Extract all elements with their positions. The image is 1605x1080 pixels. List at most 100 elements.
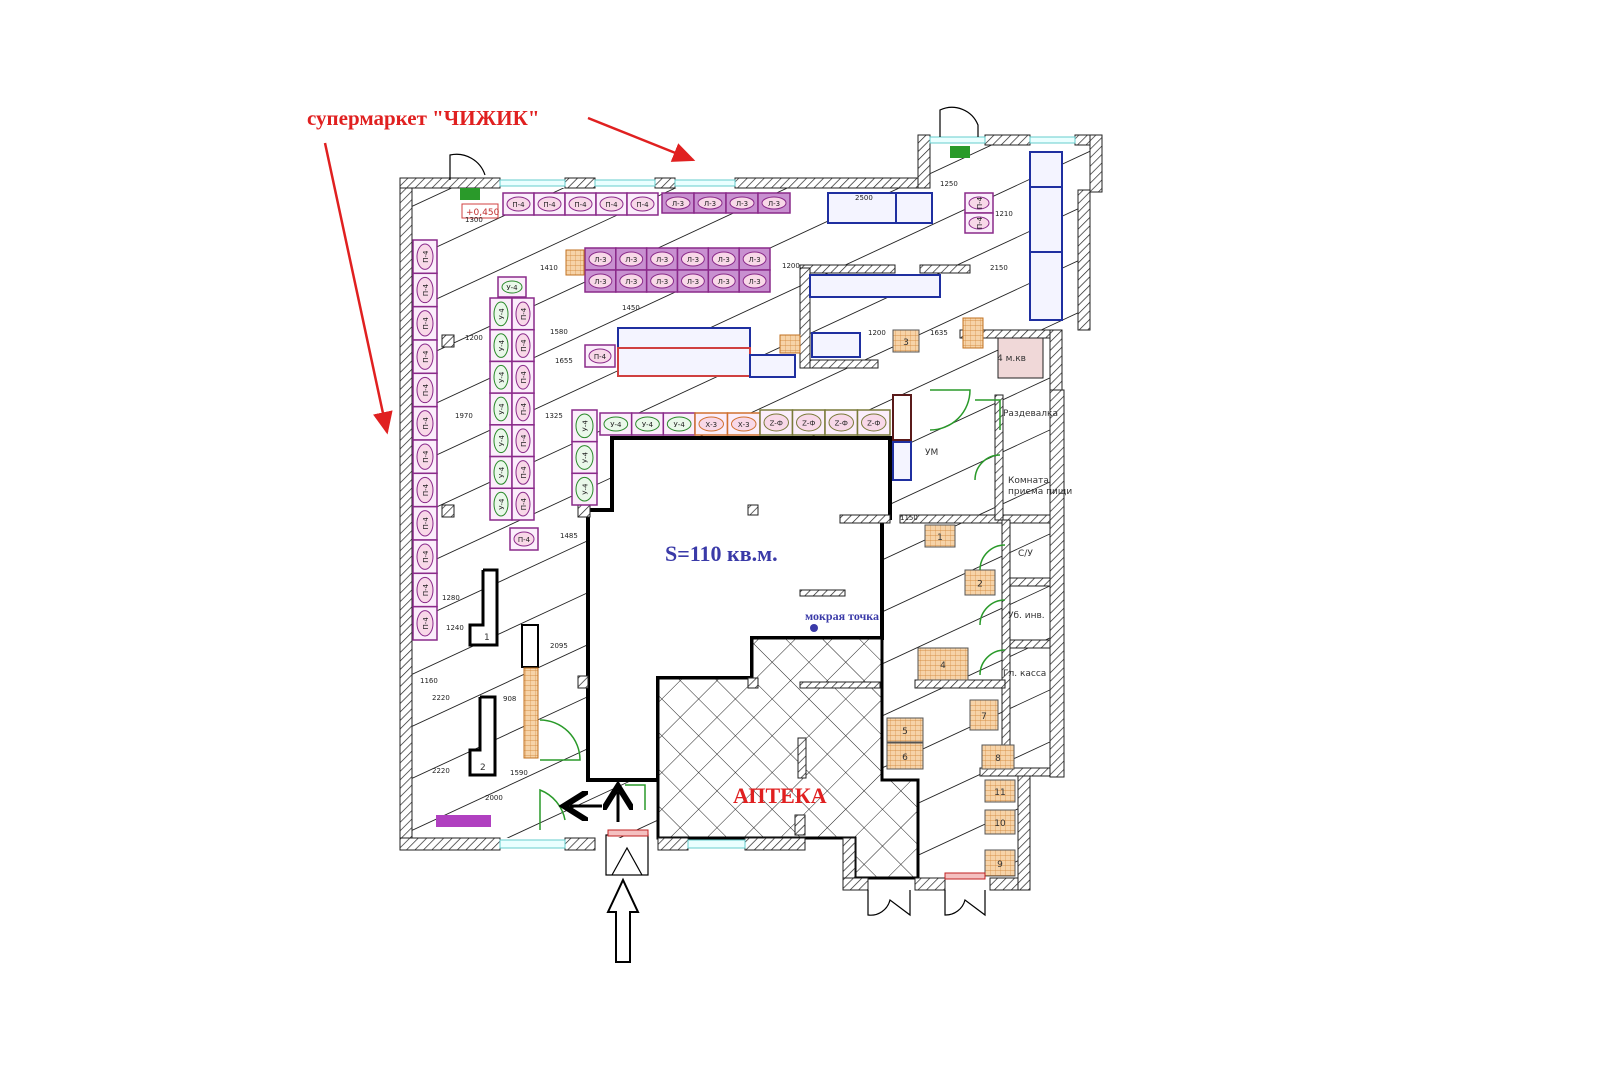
shelf-p4: П-4 [964,192,994,214]
dimension-label: 1250 [940,180,958,188]
shelf-label: П-4 [976,216,984,229]
shelf-label: Л-3 [748,256,760,264]
pallet-8: 8 [981,744,1015,770]
shelf-p4: П-4 [595,192,628,216]
shelf-label: Л-3 [718,278,730,286]
shelf-label: У-4 [498,435,506,447]
cooler-units [617,151,1063,481]
pallet-number: 10 [994,819,1006,829]
shelf-l3: Л-3 [615,247,648,271]
dimension-label: 2220 [432,694,450,702]
dimension-label: 1485 [560,532,578,540]
shelf-label: П-4 [605,201,618,209]
pallet-7: 7 [969,699,999,731]
pallet-number: 1 [937,533,943,543]
shelf-p4: П-4 [412,505,438,541]
pallet-10: 10 [984,809,1016,835]
shelf-p4: П-4 [511,487,535,521]
shelf-u4: У-4 [489,328,513,363]
checkout-1: 1 [468,568,499,647]
shelf-label: П-4 [422,417,430,430]
dimension-label: 2500 [855,194,873,202]
room-label-toilet: С/У [1018,549,1033,559]
dimension-label: 1655 [555,357,573,365]
checkout-2: 2 [468,695,497,777]
entrance-arrow-icon [606,877,640,963]
shelf-label: Л-3 [748,278,760,286]
shelf-l3: Л-3 [676,247,710,271]
pallet-number: 7 [981,712,987,722]
dimension-label: 1410 [540,264,558,272]
shelf-label: П-4 [422,283,430,296]
shelf-p4: П-4 [412,439,438,475]
shelf-zf: Z-Ф [856,409,891,436]
shelf-label: Л-3 [736,200,748,208]
shelf-p4: П-4 [412,405,438,441]
shelf-label: У-4 [506,284,518,292]
diagonal-line [1056,869,1090,878]
display-pallet [565,249,585,276]
room-label-eating: Комната [1008,476,1049,486]
shelf-u4: У-4 [489,455,513,490]
dimension-label: 1635 [930,329,948,337]
shelf-p4: П-4 [412,239,438,275]
shelf-label: Л-3 [672,200,684,208]
shelf-label: П-4 [422,483,430,496]
shelf-zf: Z-Ф [824,409,859,436]
shelf-p4: П-4 [502,192,535,216]
shelf-label: Х-3 [738,421,750,429]
shelf-l3: Л-3 [693,192,727,214]
dimension-label: 908 [503,695,516,703]
shelf-label: Л-3 [656,256,668,264]
shelf-label: Л-3 [656,278,668,286]
red-arrow-top [587,116,696,162]
shelf-u4: У-4 [489,424,513,458]
shelf-u4: У-4 [497,276,527,298]
shelf-label: У-4 [498,466,506,478]
shelf-label: У-4 [498,308,506,320]
shelf-l3: Л-3 [738,247,771,271]
shelf-l3: Л-3 [707,269,740,293]
shelf-p4: П-4 [626,192,659,216]
shelf-label: П-4 [422,550,430,563]
wet-point-label: мокрая точка [805,609,879,623]
pallet-2: 2 [964,569,996,596]
shelf-label: П-4 [422,383,430,396]
room-label-cleaning: Уб. инв. [1008,611,1045,621]
trolley-rack [521,624,539,668]
shelf-p4: П-4 [511,328,535,363]
walls [399,134,1103,891]
shelf-l3: Л-3 [738,269,771,293]
shelf-label: Л-3 [704,200,716,208]
shelf-p4: П-4 [509,527,539,551]
dimension-label: 2095 [550,642,568,650]
shelf-label: Л-3 [687,278,699,286]
shelf-label: Л-3 [768,200,780,208]
shelf-l3: Л-3 [661,192,695,214]
shelf-l3: Л-3 [676,269,710,293]
pallet-number: 6 [902,753,908,763]
shelf-l3: Л-3 [707,247,740,271]
dimension-label: 1300 [465,216,483,224]
room-label-eating-2: приема пищи [1008,487,1072,497]
shelf-label: П-4 [574,201,587,209]
shelf-l3: Л-3 [584,269,617,293]
shelf-u4: У-4 [630,412,665,436]
pallet-5: 5 [886,717,924,743]
dimension-label: 1150 [900,514,918,522]
bag-rack [436,815,491,827]
windows [499,136,1076,849]
shelf-label: П-4 [636,201,649,209]
shelf-label: П-4 [520,402,528,415]
shelf-label: У-4 [674,421,686,429]
pallet-number: 4 [940,661,946,671]
shelf-p4: П-4 [584,344,616,368]
exit-sign-icon [460,188,480,200]
dimension-labels: 1200197014101580165513251485209522202220… [420,180,1013,802]
diagonal-line [412,145,465,161]
shelf-label: П-4 [520,497,528,510]
shelf-l3: Л-3 [645,247,679,271]
shelf-label: Л-3 [687,256,699,264]
dimension-label: 1590 [510,769,528,777]
store-name-annotation: супермаркет "ЧИЖИК" [307,106,540,130]
